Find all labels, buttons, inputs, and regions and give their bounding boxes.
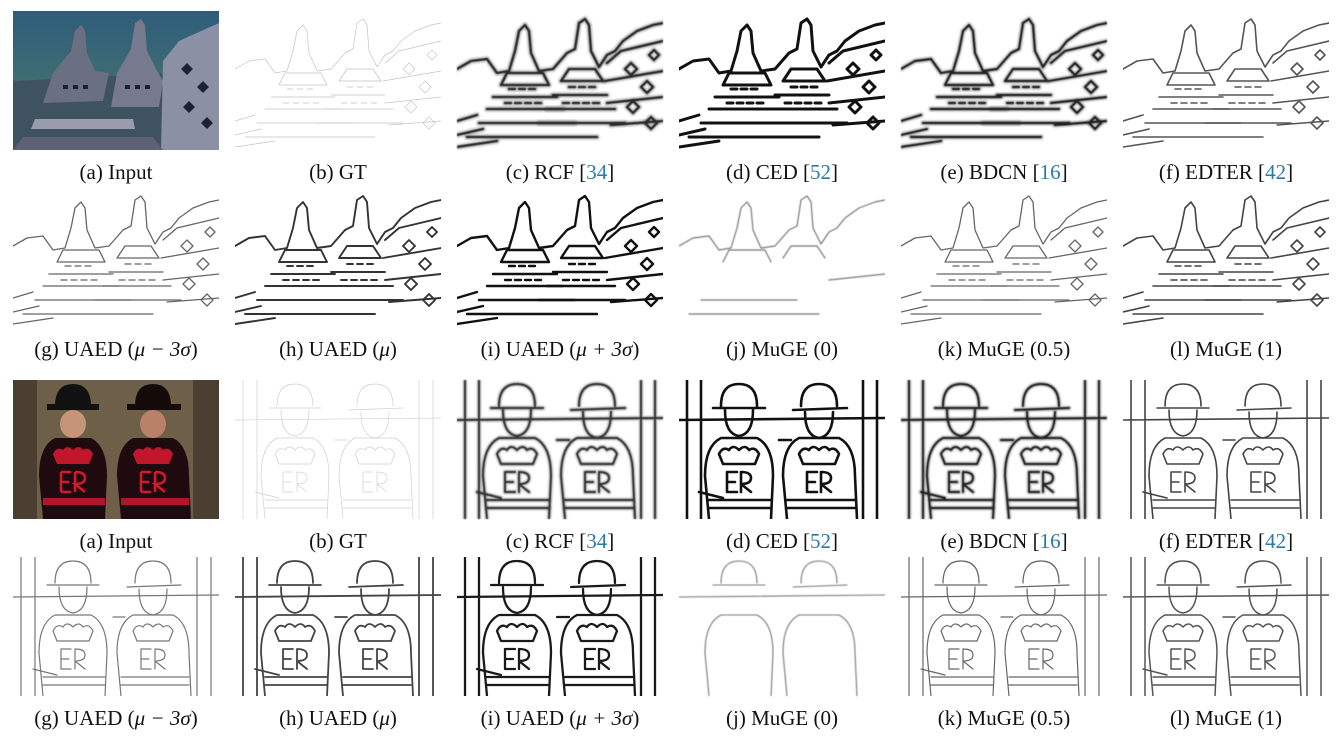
caption: (h) UAED (μ)	[279, 337, 397, 361]
uaed-mu-plus-edge-map	[457, 557, 663, 696]
ced-edge-map	[679, 11, 885, 150]
caption: (b) GT	[309, 529, 367, 553]
caption: (d) CED [52]	[726, 160, 838, 184]
edge-drawing-svg	[235, 380, 441, 519]
edge-drawing-svg	[235, 557, 441, 696]
rcf-edge-map	[457, 11, 663, 150]
input-photo-guards	[13, 380, 219, 519]
guards-photo-svg	[13, 380, 219, 519]
citation: 42	[1265, 529, 1287, 553]
uaed-mu-minus-edge-map	[13, 557, 219, 696]
caption: (i) UAED (μ + 3σ)	[480, 706, 640, 730]
edge-drawing-svg	[679, 557, 885, 696]
caption: (c) RCF [34]	[505, 160, 615, 184]
math-expression: μ − 3σ	[134, 337, 191, 361]
caption: (a) Input	[79, 160, 153, 184]
muge-0-edge-map	[679, 188, 885, 327]
edge-drawing-svg	[457, 188, 663, 327]
edge-drawing-svg	[679, 11, 885, 150]
ced-edge-map	[679, 380, 885, 519]
edter-edge-map	[1123, 380, 1329, 519]
uaed-mu-edge-map	[235, 188, 441, 327]
caption: (d) CED [52]	[726, 529, 838, 553]
caption: (k) MuGE (0.5)	[937, 337, 1071, 361]
input-photo-stupas	[13, 11, 219, 150]
uaed-mu-edge-map	[235, 557, 441, 696]
edge-drawing-svg	[235, 11, 441, 150]
caption: (g) UAED (μ − 3σ)	[34, 337, 198, 361]
caption: (e) BDCN [16]	[940, 529, 1068, 553]
caption: (f) EDTER [42]	[1158, 160, 1294, 184]
edge-drawing-svg	[901, 188, 1107, 327]
edter-edge-map	[1123, 11, 1329, 150]
citation: 42	[1265, 160, 1287, 184]
citation: 16	[1039, 529, 1061, 553]
caption: (l) MuGE (1)	[1170, 706, 1282, 730]
math-expression: μ − 3σ	[134, 706, 191, 730]
edge-drawing-svg	[1123, 557, 1329, 696]
caption: (i) UAED (μ + 3σ)	[480, 337, 640, 361]
caption: (f) EDTER [42]	[1158, 529, 1294, 553]
caption: (l) MuGE (1)	[1170, 337, 1282, 361]
citation: 52	[809, 529, 831, 553]
edge-drawing-svg	[901, 380, 1107, 519]
stupa-photo-svg	[13, 11, 219, 150]
edge-drawing-svg	[457, 557, 663, 696]
math-expression: μ + 3σ	[576, 706, 633, 730]
math-expression: μ + 3σ	[576, 337, 633, 361]
edge-drawing-svg	[235, 188, 441, 327]
edge-drawing-svg	[457, 380, 663, 519]
caption: (k) MuGE (0.5)	[937, 706, 1071, 730]
caption: (g) UAED (μ − 3σ)	[34, 706, 198, 730]
caption: (e) BDCN [16]	[940, 160, 1068, 184]
citation: 34	[586, 529, 608, 553]
caption: (j) MuGE (0)	[726, 337, 838, 361]
citation: 34	[586, 160, 608, 184]
edge-drawing-svg	[13, 557, 219, 696]
edge-drawing-svg	[1123, 188, 1329, 327]
caption: (j) MuGE (0)	[726, 706, 838, 730]
bdcn-edge-map	[901, 380, 1107, 519]
caption: (c) RCF [34]	[505, 529, 615, 553]
muge-0-edge-map	[679, 557, 885, 696]
caption: (b) GT	[309, 160, 367, 184]
math-expression: μ	[379, 337, 390, 361]
caption: (h) UAED (μ)	[279, 706, 397, 730]
edge-drawing-svg	[679, 188, 885, 327]
edge-drawing-svg	[1123, 380, 1329, 519]
uaed-mu-plus-edge-map	[457, 188, 663, 327]
muge-05-edge-map	[901, 188, 1107, 327]
caption: (a) Input	[79, 529, 153, 553]
citation: 52	[809, 160, 831, 184]
ground-truth-edges	[235, 11, 441, 150]
muge-1-edge-map	[1123, 188, 1329, 327]
edge-drawing-svg	[457, 11, 663, 150]
edge-drawing-svg	[901, 557, 1107, 696]
bdcn-edge-map	[901, 11, 1107, 150]
edge-drawing-svg	[901, 11, 1107, 150]
rcf-edge-map	[457, 380, 663, 519]
muge-05-edge-map	[901, 557, 1107, 696]
edge-drawing-svg	[1123, 11, 1329, 150]
ground-truth-edges	[235, 380, 441, 519]
math-expression: μ	[379, 706, 390, 730]
uaed-mu-minus-edge-map	[13, 188, 219, 327]
citation: 16	[1039, 160, 1061, 184]
edge-drawing-svg	[13, 188, 219, 327]
muge-1-edge-map	[1123, 557, 1329, 696]
edge-drawing-svg	[679, 380, 885, 519]
